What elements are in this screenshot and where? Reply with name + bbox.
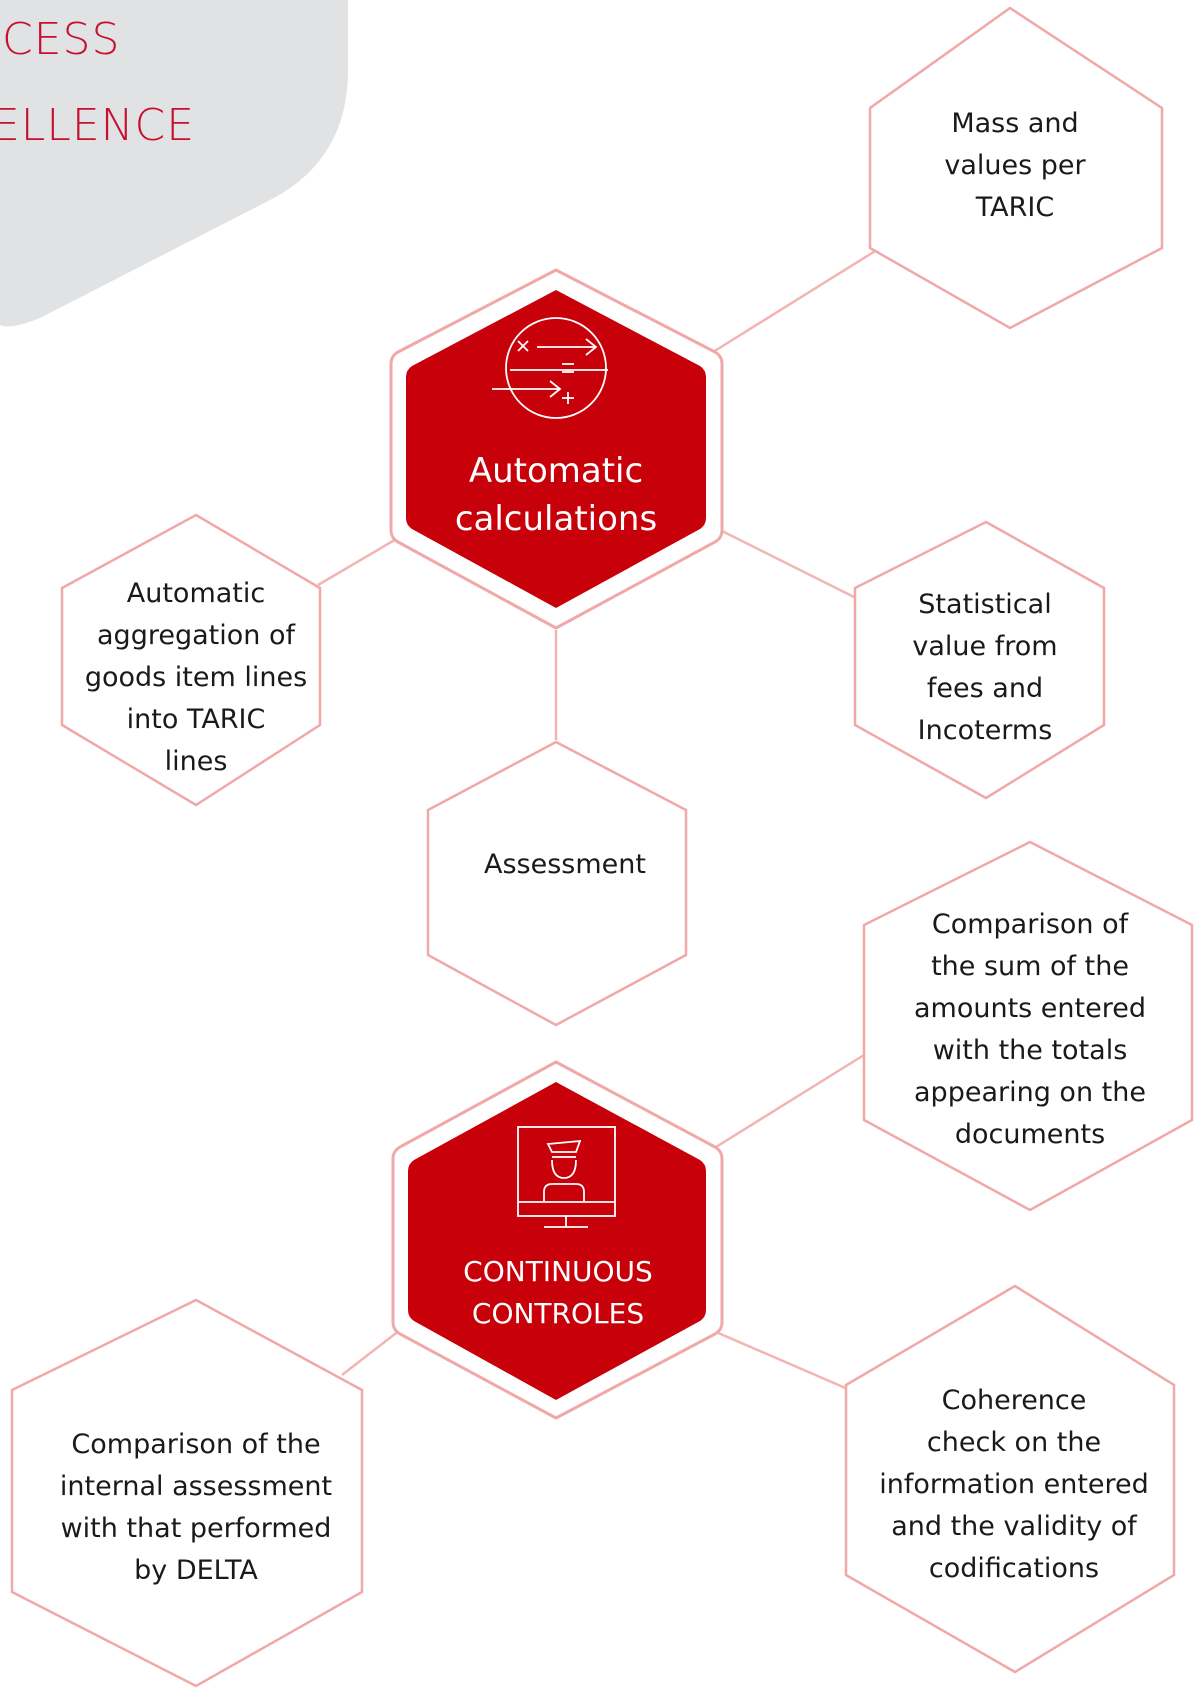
hub-calculations-label-line: calculations [454, 499, 658, 539]
node-comparison-sum-line: appearing on the [914, 1077, 1146, 1108]
node-coherence-label: Coherence check on the information enter… [846, 1375, 1182, 1595]
connector-controls-coherence [715, 1330, 851, 1392]
node-statistical-line: Statistical [918, 589, 1052, 620]
node-mass-line: TARIC [975, 192, 1055, 223]
node-assessment-line: Assessment [484, 849, 646, 880]
node-comparison-sum-label: Comparison of the sum of the amounts ent… [870, 900, 1190, 1160]
node-coherence-line: codifications [928, 1553, 1100, 1584]
connectors [317, 246, 881, 1392]
node-comparison-internal-line: by DELTA [134, 1555, 258, 1586]
header-banner [0, 0, 348, 327]
connector-calc-mass [712, 246, 881, 354]
node-mass-label: Mass and values per TARIC [880, 96, 1150, 236]
connector-calc-statistical [719, 528, 861, 602]
node-comparison-internal-line: Comparison of the [71, 1429, 321, 1460]
node-comparison-internal-label: Comparison of the internal assessment wi… [26, 1418, 366, 1598]
node-aggregation-shape [60, 513, 322, 807]
node-statistical-line: value from [912, 631, 1058, 662]
hub-calculations-label-line: Automatic [468, 451, 644, 491]
node-comparison-sum-line: amounts entered [913, 993, 1146, 1024]
calculation-arrows-icon [492, 317, 608, 419]
node-aggregation-line: lines [164, 746, 228, 777]
node-aggregation-line: aggregation of [97, 620, 295, 651]
hub-controls-shape [408, 1082, 706, 1400]
node-coherence-line: Coherence [941, 1385, 1087, 1416]
node-comparison-internal-line: with that performed [60, 1513, 332, 1544]
connector-calc-aggregation [317, 536, 399, 587]
node-coherence-shape [844, 1284, 1176, 1674]
node-comparison-internal-shape [10, 1298, 364, 1688]
node-statistical-line: fees and [926, 673, 1044, 704]
node-aggregation-line: goods item lines [84, 662, 308, 693]
node-aggregation-line: Automatic [126, 578, 266, 609]
node-comparison-sum-line: the sum of the [931, 951, 1129, 982]
node-comparison-sum-shape [862, 840, 1194, 1212]
connector-controls-comparison-sum [715, 1053, 865, 1149]
node-comparison-sum-line: Comparison of [931, 909, 1129, 940]
node-shapes [10, 6, 1194, 1688]
hub-calculations [389, 268, 724, 630]
header-title-line-1: CESS [2, 14, 121, 65]
hub-calculations-label: Automatic calculations [406, 440, 706, 550]
hub-controls-label-line: CONTINUOUS [463, 1255, 653, 1288]
node-aggregation-label: Automatic aggregation of goods item line… [56, 568, 336, 788]
node-statistical-line: Incoterms [917, 715, 1053, 746]
node-statistical-shape [853, 520, 1106, 800]
node-mass-line: values per [944, 150, 1086, 181]
node-mass-line: Mass and [951, 108, 1079, 139]
hub-controls-label-line: CONTROLES [471, 1297, 645, 1330]
header-title-line-2: ELLENCE [0, 100, 196, 151]
node-comparison-internal-line: internal assessment [59, 1471, 333, 1502]
node-statistical-label: Statistical value from fees and Incoterm… [860, 578, 1110, 758]
node-assessment-label: Assessment [430, 845, 700, 885]
node-coherence-line: check on the [926, 1427, 1102, 1458]
node-assessment-shape [426, 740, 688, 1027]
hub-calculations-shape [406, 290, 706, 608]
node-mass-shape [868, 6, 1164, 330]
node-aggregation-line: into TARIC [126, 704, 266, 735]
hub-controls-label: CONTINUOUS CONTROLES [408, 1248, 708, 1338]
node-comparison-sum-line: with the totals [932, 1035, 1128, 1066]
connector-controls-comparison-internal [341, 1329, 401, 1376]
node-comparison-sum-line: documents [954, 1119, 1106, 1150]
hub-controls [391, 1060, 724, 1420]
node-coherence-line: information entered [879, 1469, 1149, 1500]
node-coherence-line: and the validity of [891, 1511, 1137, 1542]
customs-officer-monitor-icon [517, 1126, 616, 1228]
